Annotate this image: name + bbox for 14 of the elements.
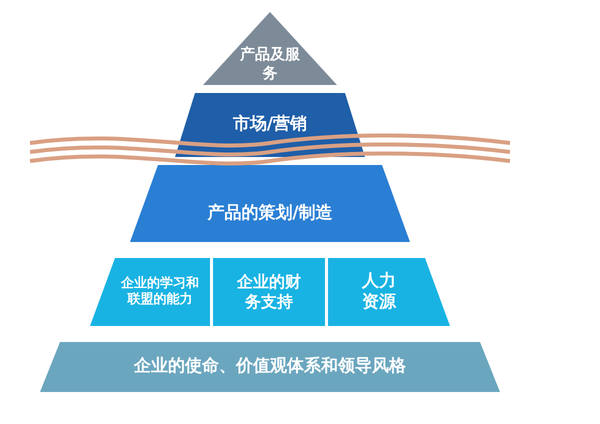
tier-label: 产品及服务 [240, 44, 300, 82]
pyramid-segment [213, 258, 325, 326]
tier-label: 市场/营销 [232, 114, 308, 136]
tier-label: 人力资源 [362, 270, 396, 314]
pyramid-base [40, 342, 500, 392]
tier-label: 产品的策划/制造 [207, 202, 333, 224]
tier-label: 企业的使命、价值观体系和领导风格 [134, 356, 406, 378]
pyramid-segment [90, 258, 210, 326]
pyramid-apex [203, 12, 337, 85]
pyramid-tier [175, 93, 365, 157]
tier-label: 企业的学习和联盟的能力 [121, 276, 199, 308]
pyramid-tier [130, 165, 410, 242]
pyramid-segment [328, 258, 450, 326]
tier-label: 企业的财务支持 [237, 272, 301, 312]
